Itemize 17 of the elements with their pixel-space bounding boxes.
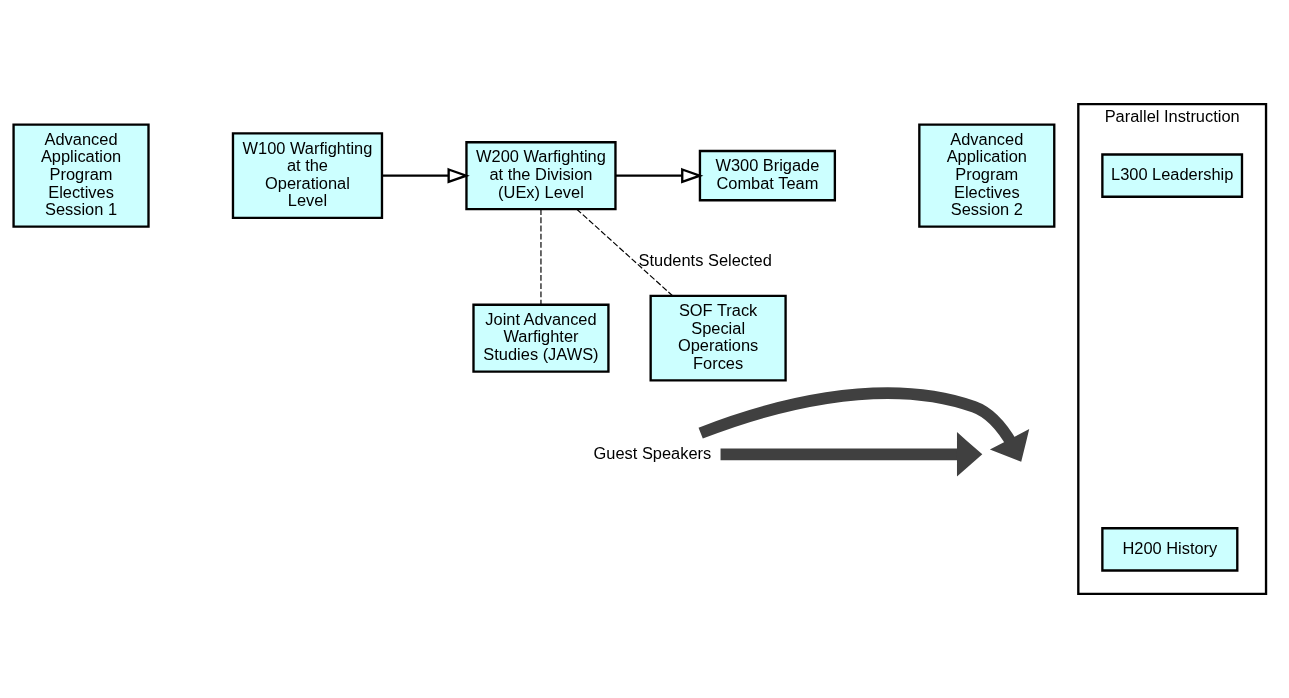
node-box: Joint Advanced Warfighter Studies (JAWS) bbox=[472, 303, 610, 373]
arrow bbox=[698, 387, 1030, 462]
arrow bbox=[382, 167, 470, 184]
node-text: Guest Speakers bbox=[593, 443, 712, 462]
node-box: W100 Warfighting at the Operational Level bbox=[231, 132, 384, 220]
arrow bbox=[720, 432, 983, 477]
node-box: H200 History bbox=[1101, 527, 1239, 572]
arrow bbox=[615, 167, 704, 184]
connector bbox=[576, 208, 674, 297]
node-box: Advanced Application Program Electives Session 2 bbox=[918, 123, 1056, 228]
node-box: L300 Leadership bbox=[1101, 153, 1244, 198]
node-box: W300 Brigade Combat Team bbox=[698, 149, 837, 202]
node-box: Advanced Application Program Electives Session 1 bbox=[12, 123, 150, 228]
edge-label: Students Selected bbox=[638, 250, 772, 269]
node-box: W200 Warfighting at the Division (UEx) Level bbox=[465, 141, 617, 211]
node-box: SOF Track Special Operations Forces bbox=[649, 294, 787, 382]
connector bbox=[540, 208, 542, 306]
